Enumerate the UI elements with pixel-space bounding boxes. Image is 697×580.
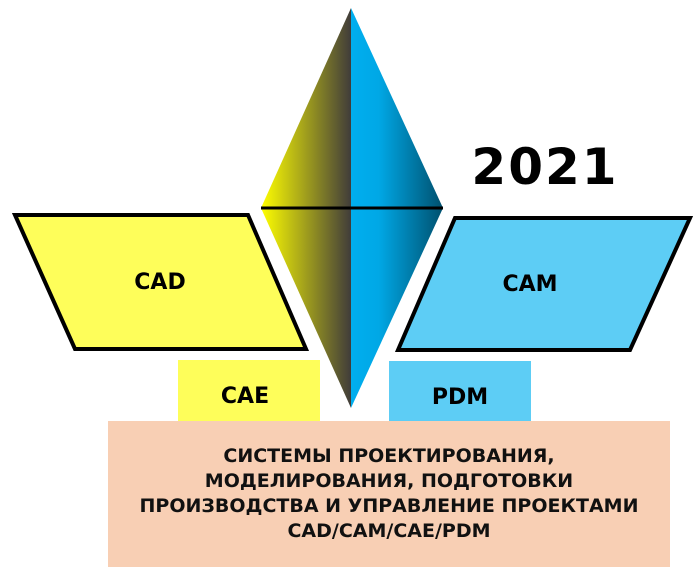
pdm-label: PDM bbox=[431, 385, 489, 410]
year-label: 2021 bbox=[471, 138, 619, 196]
cae-box bbox=[178, 360, 320, 426]
cad-parallelogram bbox=[11, 213, 310, 351]
cad-label: CAD bbox=[134, 270, 186, 295]
description-line: СИСТЕМЫ ПРОЕКТИРОВАНИЯ, bbox=[223, 445, 555, 467]
pdm-box bbox=[389, 361, 531, 426]
description-box: СИСТЕМЫ ПРОЕКТИРОВАНИЯ, МОДЕЛИРОВАНИЯ, П… bbox=[108, 421, 670, 567]
description-line: МОДЕЛИРОВАНИЯ, ПОДГОТОВКИ bbox=[204, 470, 574, 492]
cam-parallelogram bbox=[394, 216, 694, 352]
cam-label: CAM bbox=[502, 272, 558, 297]
description-line: CAD/CAM/CAE/PDM bbox=[287, 520, 491, 542]
cae-label: CAE bbox=[220, 384, 270, 409]
description-line: ПРОИЗВОДСТВА И УПРАВЛЕНИЕ ПРОЕКТАМИ bbox=[139, 495, 639, 517]
